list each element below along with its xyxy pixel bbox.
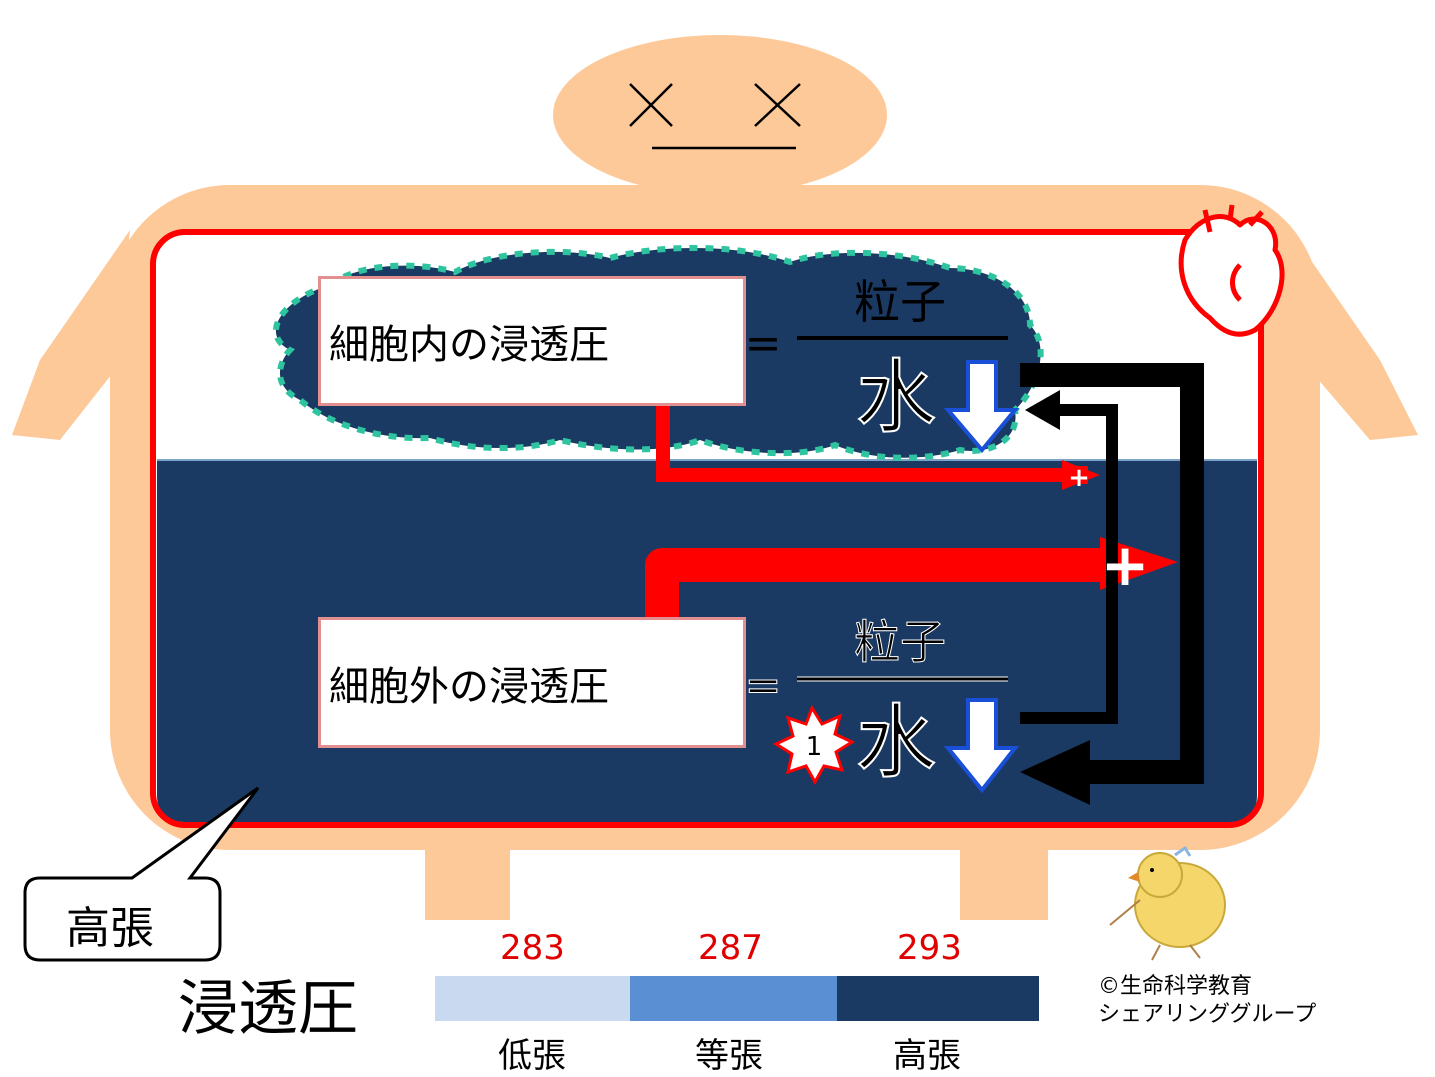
osmotic-pressure-label: 浸透圧 [178, 974, 358, 1044]
particles-bottom: 粒子 [854, 615, 946, 669]
scale-value-hypotonic: 283 [500, 928, 565, 968]
black-arrow-into-cell [1020, 390, 1118, 724]
credit-line-2: シェアリンググループ [1098, 1002, 1317, 1027]
badge-number: 1 [806, 732, 823, 762]
head [553, 35, 887, 195]
scale-label-hypotonic: 低張 [498, 1036, 566, 1076]
callout-bubble [23, 786, 260, 962]
equals-top: = [745, 318, 782, 369]
right-arm [1290, 230, 1418, 440]
scale-value-isotonic: 287 [698, 928, 763, 968]
down-arrow-icon-bottom [943, 698, 1020, 794]
red-arrow-extracellular [645, 537, 1178, 618]
scale-value-hypertonic: 293 [897, 928, 962, 968]
vessel-border [150, 229, 1264, 828]
chick-illustration [1109, 845, 1226, 961]
extracellular-box: 細胞外の浸透圧 [318, 617, 746, 748]
intracellular-label: 細胞内の浸透圧 [329, 322, 609, 368]
black-arrow-out-of-cell [1020, 363, 1204, 805]
starburst-badge-icon: 1 [772, 704, 856, 786]
scale-label-hypertonic: 高張 [893, 1036, 961, 1076]
plus-sign-large: + [1101, 531, 1150, 599]
callout-text: 高張 [66, 903, 154, 954]
left-arm [12, 230, 130, 440]
water-top: 水 [856, 351, 936, 444]
scale-segment-hypotonic [435, 976, 630, 1021]
scale-label-isotonic: 等張 [695, 1036, 763, 1076]
red-arrow-intracellular [656, 405, 1100, 490]
credit-line-1: ©生命科学教育 [1098, 974, 1253, 999]
scale-segment-isotonic [630, 976, 837, 1021]
water-bottom: 水 [856, 696, 936, 789]
scale-segment-hypertonic [837, 976, 1039, 1021]
down-arrow-icon-top [943, 360, 1020, 454]
extracellular-label: 細胞外の浸透圧 [329, 663, 609, 710]
intracellular-box: 細胞内の浸透圧 [318, 276, 746, 406]
plus-sign-small: + [1068, 463, 1090, 493]
face [629, 83, 801, 150]
heart-icon [1178, 204, 1285, 337]
particles-top: 粒子 [854, 275, 946, 329]
equals-bottom: = [745, 660, 782, 711]
